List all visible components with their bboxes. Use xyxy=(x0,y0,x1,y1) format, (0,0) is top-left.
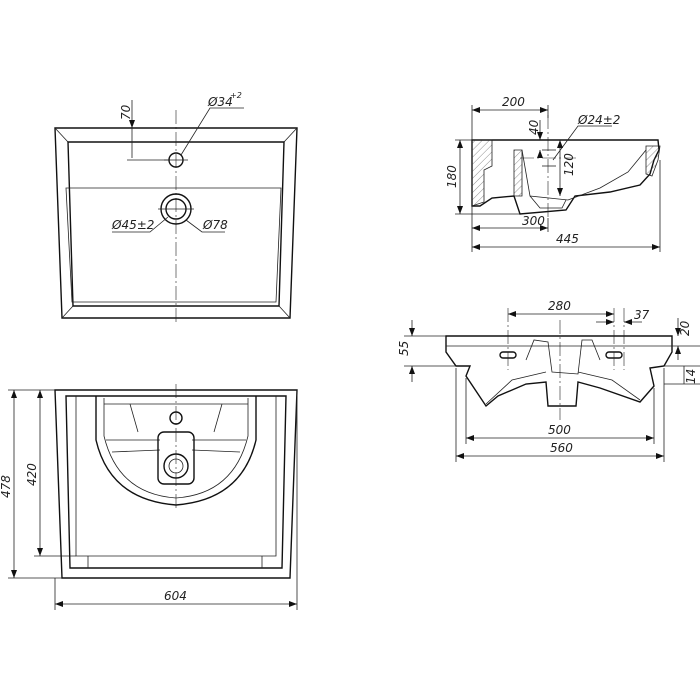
dim-drain-outer: Ø78 xyxy=(202,218,228,232)
dim-120: 120 xyxy=(562,153,576,176)
dim-445: 445 xyxy=(556,232,579,246)
side-section-view: 200 40 Ø24±2 180 120 300 445 xyxy=(445,95,661,252)
dim-280: 280 xyxy=(548,299,571,313)
dim-300: 300 xyxy=(522,214,545,228)
side-section-hatch xyxy=(471,139,493,207)
top-view: 70 Ø34 +2 Ø45±2 Ø78 xyxy=(54,91,298,322)
front-view-outline xyxy=(445,335,673,408)
dim-180: 180 xyxy=(445,165,459,188)
dim-overflow: Ø24±2 xyxy=(577,113,620,127)
dim-200: 200 xyxy=(502,95,525,109)
dim-70: 70 xyxy=(119,104,133,120)
dim-560: 560 xyxy=(550,441,573,455)
front-view: 280 37 55 20 14 500 560 xyxy=(397,299,700,462)
bottom-view: 478 420 604 xyxy=(0,384,298,610)
side-section-hatch-2 xyxy=(513,149,523,197)
dim-604: 604 xyxy=(164,589,187,603)
side-section-hatch-3 xyxy=(645,145,661,177)
top-view-bowl xyxy=(65,187,282,303)
side-section-outline xyxy=(471,139,660,215)
dim-tap-hole-tol: +2 xyxy=(230,91,242,100)
dim-drain-hole: Ø45±2 xyxy=(111,218,154,232)
dim-14: 14 xyxy=(684,369,698,384)
dim-37: 37 xyxy=(634,308,650,322)
dim-tap-hole: Ø34 xyxy=(207,95,233,109)
dim-478: 478 xyxy=(0,475,13,498)
dim-20: 20 xyxy=(678,320,692,336)
dim-420: 420 xyxy=(25,463,39,486)
dim-500: 500 xyxy=(548,423,571,437)
bottom-view-outer xyxy=(54,389,298,579)
dim-55: 55 xyxy=(397,341,411,356)
bottom-view-inner xyxy=(65,395,287,569)
dim-40: 40 xyxy=(527,119,541,135)
